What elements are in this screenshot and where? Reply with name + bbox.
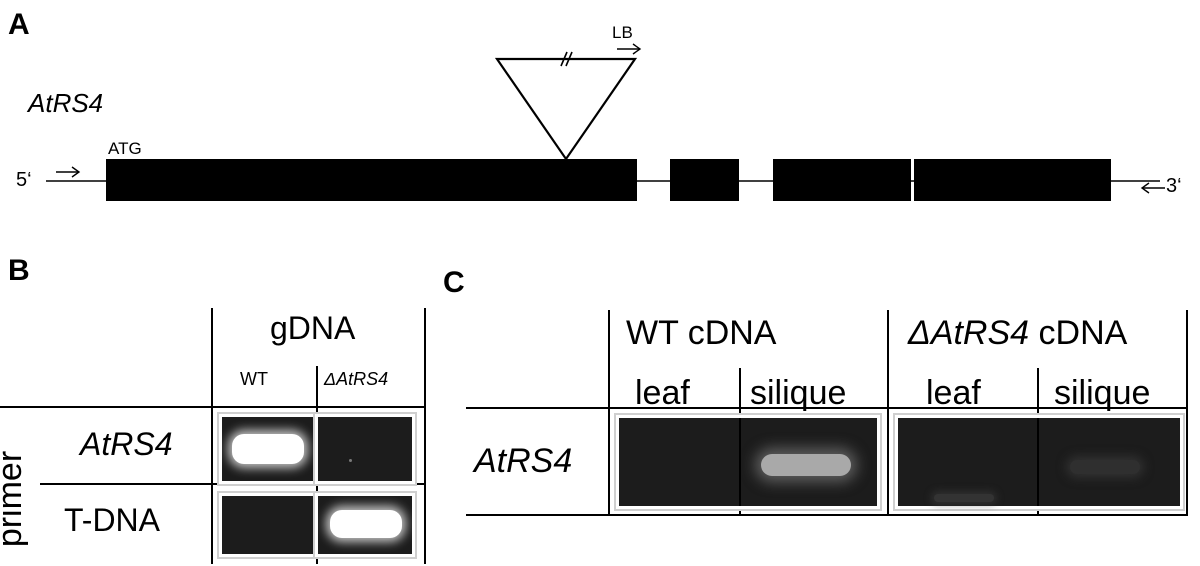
gel-b-atrs4-wt [222, 417, 316, 481]
gel-c-vertical-divider-right [1186, 310, 1188, 516]
gel-c-band-wt-silique [761, 454, 851, 476]
gel-b-row-atrs4: AtRS4 [80, 426, 173, 462]
gel-c-column-mutant-leaf: leaf [926, 374, 981, 412]
gene-name-label: AtRS4 [28, 88, 104, 118]
gel-b-row-tdna: T-DNA [64, 502, 160, 538]
three-prime-label: 3‘ [1166, 175, 1182, 197]
gel-c-horizontal-divider-bottom [466, 514, 1188, 516]
mutant-cdna-header: ΔAtRS4 cDNA [908, 314, 1128, 352]
gel-c-smear-mutant-leaf [934, 494, 994, 502]
gel-c-row-atrs4: AtRS4 [474, 442, 573, 480]
gel-c-horizontal-divider-top [466, 407, 1188, 409]
start-codon-label: ATG [108, 139, 142, 158]
gel-c-vertical-divider-left [608, 310, 610, 516]
gel-b-vertical-divider-right [424, 308, 426, 564]
gel-b-column-wt: WT [240, 369, 268, 389]
gel-b-vertical-divider-left [211, 308, 213, 564]
t-dna-insertion-triangle [494, 57, 638, 161]
lb-label: LB [612, 23, 633, 42]
gel-b-band-atrs4-wt [232, 434, 304, 464]
gel-c-lane-divider-mutant [1037, 418, 1039, 506]
gel-b-speck [349, 459, 352, 462]
exon-2 [670, 159, 739, 201]
gel-b-horizontal-divider-top [0, 406, 426, 408]
gel-b-band-tdna-mutant [330, 510, 402, 538]
primer-label: primer [0, 450, 30, 548]
gel-c-wt-strip [619, 418, 877, 506]
five-prime-label: 5‘ [16, 169, 32, 191]
gel-c-lane-divider-wt [739, 418, 741, 506]
panel-a-letter: A [8, 8, 30, 41]
exon-1 [106, 159, 637, 201]
exon-4 [914, 159, 1111, 201]
reverse-primer-arrow-icon [1140, 182, 1165, 194]
gel-c-column-mutant-silique: silique [1054, 374, 1151, 412]
gdna-header: gDNA [270, 310, 356, 346]
gel-b-tdna-wt [222, 496, 316, 554]
gel-c-mutant-strip [898, 418, 1180, 506]
exon-3 [773, 159, 911, 201]
gel-c-band-mutant-silique-faint [1070, 460, 1140, 474]
forward-primer-arrow-icon [56, 166, 81, 178]
insert-break-mark [560, 51, 573, 67]
lb-primer-arrow-icon [617, 43, 642, 55]
panel-b-letter: B [8, 254, 30, 287]
gene-structure-diagram [46, 43, 1165, 201]
gel-c-column-wt-silique: silique [750, 374, 847, 412]
gel-b-vertical-divider-mid [316, 366, 318, 564]
gel-b-horizontal-divider-mid [40, 483, 426, 485]
gel-c-column-wt-leaf: leaf [635, 374, 690, 412]
gel-b-atrs4-mutant [318, 417, 412, 481]
wt-cdna-header: WT cDNA [626, 314, 777, 352]
gel-b-tdna-mutant [318, 496, 412, 554]
panel-c-letter: C [443, 266, 465, 299]
gel-c-vertical-divider-group [887, 310, 889, 516]
gel-b-column-mutant: ΔAtRS4 [324, 369, 389, 389]
